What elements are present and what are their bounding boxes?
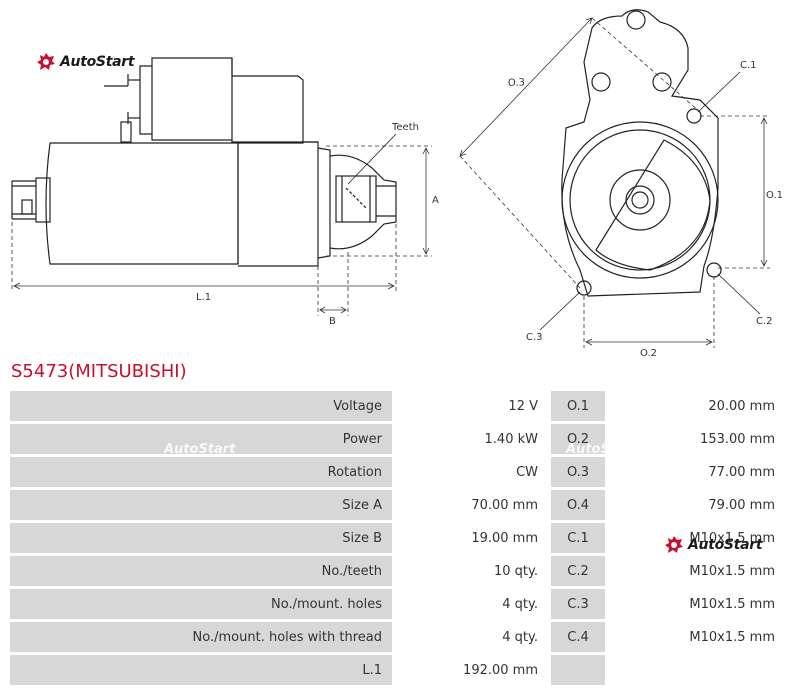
c1-label: C.1 xyxy=(740,60,757,71)
spec-value: 19.00 mm xyxy=(395,523,551,556)
dimension-value: M10x1.5 mm xyxy=(608,622,788,655)
c3-label: C.3 xyxy=(526,332,543,343)
spec-label: No./teeth xyxy=(10,556,395,589)
dimension-code xyxy=(551,655,608,688)
spec-value: 70.00 mm xyxy=(395,490,551,523)
dimension-code: C.2 xyxy=(551,556,608,589)
dimension-o2 xyxy=(583,276,715,348)
dimension-value: M10x1.5 mm xyxy=(608,556,788,589)
brand-name: AutoStart xyxy=(60,54,135,70)
dimension-code: C.1 xyxy=(551,523,608,556)
spec-label: Size A xyxy=(10,490,395,523)
spec-value: 4 qty. xyxy=(395,622,551,655)
dimension-value: 77.00 mm xyxy=(608,457,788,490)
dimension-o2-label: O.2 xyxy=(640,348,657,359)
spec-label: L.1 xyxy=(10,655,395,688)
dimension-value: 79.00 mm xyxy=(608,490,788,523)
spec-value: 4 qty. xyxy=(395,589,551,622)
dimension-b-label: B xyxy=(329,316,336,327)
teeth-leader xyxy=(347,133,397,185)
spec-value: 192.00 mm xyxy=(395,655,551,688)
c2-label: C.2 xyxy=(756,316,773,327)
dimension-value: 20.00 mm xyxy=(608,391,788,424)
dimension-code: O.1 xyxy=(551,391,608,424)
brand-name: AutoStart xyxy=(688,537,763,553)
dimension-a xyxy=(326,145,432,257)
c2-leader xyxy=(717,273,761,315)
dimension-o3 xyxy=(459,17,701,289)
autostart-logo-icon xyxy=(37,53,55,70)
dimension-l1 xyxy=(11,222,397,292)
technical-drawing: Teeth A L.1 B O.3 O.1 O.2 C.1 C.2 C.3 xyxy=(11,9,783,359)
dimension-o1 xyxy=(700,115,770,269)
dimension-a-label: A xyxy=(432,195,439,206)
dimension-b xyxy=(317,252,349,316)
spec-label: Voltage xyxy=(10,391,395,424)
spec-label: Power xyxy=(10,424,395,457)
spec-label: No./mount. holes with thread xyxy=(10,622,395,655)
dimension-code: O.4 xyxy=(551,490,608,523)
front-view-outline xyxy=(561,9,722,297)
c1-leader xyxy=(697,71,741,113)
dimension-value: M10x1.5 mm xyxy=(608,523,788,556)
dimension-l1-label: L.1 xyxy=(196,292,211,303)
spec-value: CW xyxy=(395,457,551,490)
product-title: S5473(MITSUBISHI) xyxy=(11,361,187,382)
solenoid-outline xyxy=(104,57,304,143)
drive-end-outline xyxy=(317,147,397,259)
dimension-code: O.2 xyxy=(551,424,608,457)
dimension-value xyxy=(608,655,788,688)
brand-logo: AutoStart xyxy=(36,52,135,72)
motor-body-outline xyxy=(11,141,319,267)
c3-leader xyxy=(539,291,581,331)
teeth-label: Teeth xyxy=(391,122,419,133)
spec-value: 12 V xyxy=(395,391,551,424)
dimension-code: O.3 xyxy=(551,457,608,490)
spec-label: Size B xyxy=(10,523,395,556)
dimension-o3-label: O.3 xyxy=(508,77,525,89)
brand-logo-secondary: AutoStart xyxy=(664,535,763,555)
spec-label: No./mount. holes xyxy=(10,589,395,622)
autostart-logo-icon xyxy=(665,536,683,553)
dimension-value: M10x1.5 mm xyxy=(608,589,788,622)
dimension-value: 153.00 mm xyxy=(608,424,788,457)
dimension-code: C.4 xyxy=(551,622,608,655)
spec-value: 1.40 kW xyxy=(395,424,551,457)
spec-label: Rotation xyxy=(10,457,395,490)
dimension-o1-label: O.1 xyxy=(766,190,783,201)
spec-value: 10 qty. xyxy=(395,556,551,589)
dimension-code: C.3 xyxy=(551,589,608,622)
